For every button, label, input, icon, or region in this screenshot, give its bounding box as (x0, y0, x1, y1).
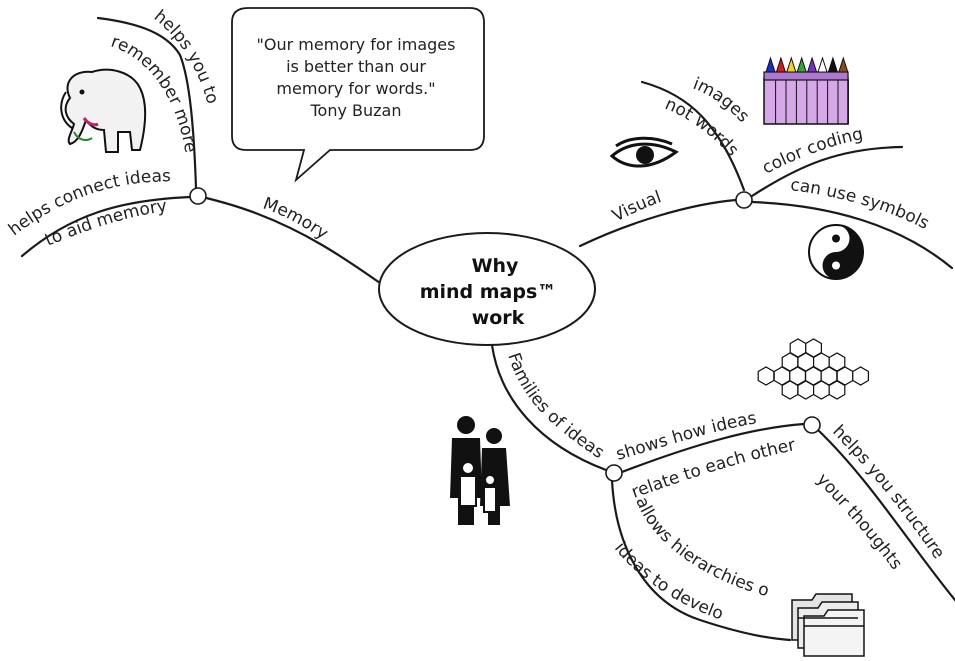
center-title-line2: mind maps™ (420, 281, 557, 303)
memory-sub-line-left (20, 195, 192, 258)
families-branch-line (490, 343, 608, 472)
center-title-line1: Why (472, 255, 519, 277)
quote-author: Tony Buzan (310, 101, 402, 120)
quote-bubble (231, 7, 485, 183)
center-ellipse (378, 232, 596, 346)
families-sub-line-down (610, 478, 792, 642)
eye-icon (609, 136, 679, 168)
visual-sub-line-right (750, 145, 904, 198)
visual-sub3-label: color coding (759, 124, 865, 178)
honeycomb-cell (812, 380, 830, 400)
visual-sub4-label: can use symbols (789, 175, 932, 234)
families-sub-line-right (620, 422, 806, 474)
honeycomb-cell (797, 380, 815, 400)
visual-sub-line-down (750, 200, 954, 270)
crayon-tip (765, 56, 776, 73)
quote-line3: memory for words." (276, 79, 435, 98)
visual-sub-line-up (640, 80, 746, 192)
crayon-tip (838, 56, 849, 73)
memory-sub-line-up (96, 16, 198, 190)
visual-branch-line (578, 198, 738, 248)
memory-node (189, 187, 207, 205)
yin-yang-icon (808, 224, 864, 280)
honeycomb-cell (828, 380, 846, 400)
crayon-tip (827, 56, 839, 73)
honeycomb-cell (852, 366, 870, 386)
center-title-line3: work (472, 307, 525, 329)
memory-branch-line (196, 194, 382, 285)
crayons-icon (763, 56, 849, 125)
visual-node (735, 191, 753, 209)
quote-line2: is better than our (286, 57, 426, 76)
crayon-tip (786, 56, 797, 73)
folders-icon (791, 593, 865, 657)
crayon-tip (817, 56, 828, 73)
visual-label: Visual (609, 187, 664, 226)
honeycomb-cell (757, 366, 775, 386)
families-sub-line-down-right (816, 428, 955, 602)
crayon-tip (796, 56, 807, 73)
honeycomb-cell (781, 380, 799, 400)
honeycomb-icon (757, 338, 870, 400)
crayon-tip (775, 56, 787, 73)
crayon-tip (806, 56, 818, 73)
families-label: Families of ideas (503, 350, 608, 463)
families-subnode (803, 416, 821, 434)
elephant-icon (60, 68, 147, 153)
family-icon (450, 416, 510, 525)
families-node (605, 464, 623, 482)
quote-line1: "Our memory for images (257, 35, 456, 54)
